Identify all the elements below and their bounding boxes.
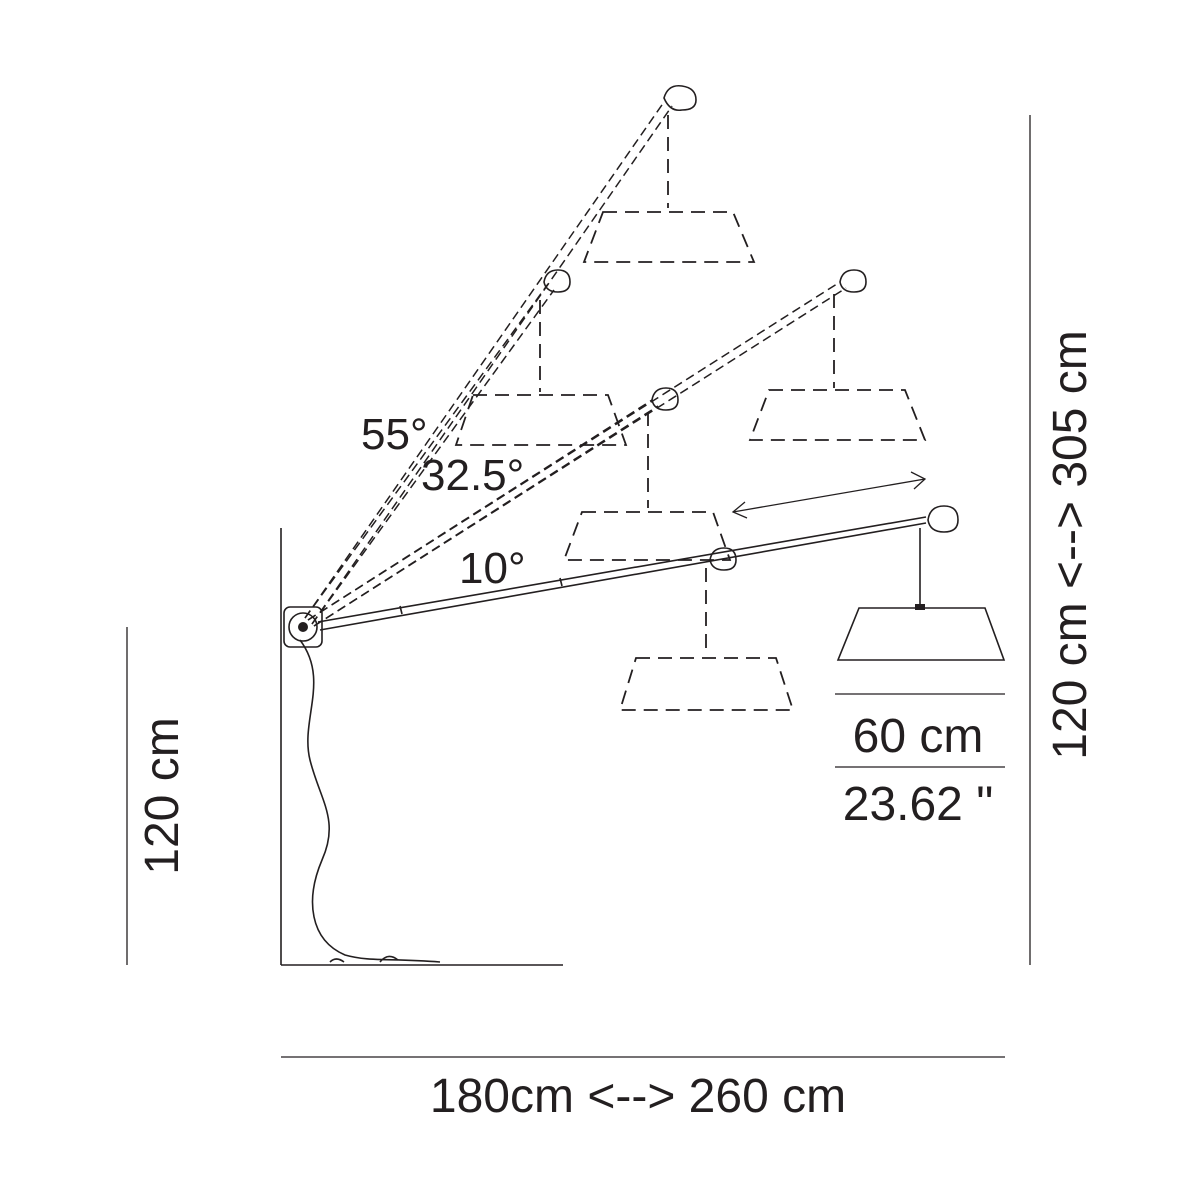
cable-switch <box>329 958 345 963</box>
arm-end-knob <box>651 387 679 411</box>
total-height-dimension: 120 cm <--> 305 cm <box>1029 115 1097 965</box>
arm-end-knob <box>543 269 571 293</box>
shade-diameter-cm: 60 cm <box>853 710 984 763</box>
total-height-label: 120 cm <--> 305 cm <box>1044 330 1097 760</box>
arm-position-10-extended <box>317 471 1006 661</box>
base-height-dimension: 120 cm <box>126 627 189 965</box>
shade-outline <box>748 389 927 441</box>
arm-end-knob <box>663 84 697 112</box>
reach-arrow-line <box>732 478 926 513</box>
pivot-center <box>298 622 308 632</box>
cable-plug <box>379 955 399 963</box>
power-cable <box>299 639 441 963</box>
arm-position-55 <box>304 84 756 625</box>
shade-cap <box>915 604 925 610</box>
angle-label-10: 10° <box>459 544 526 593</box>
shade-outline <box>454 394 628 446</box>
shade-diameter-in: 23.62 " <box>843 778 994 831</box>
pivot-housing <box>283 606 323 648</box>
lamp-shade <box>836 607 1006 661</box>
reach-dimension: 180cm <--> 260 cm <box>281 1056 1005 1123</box>
arm-upper-edge <box>317 516 927 623</box>
arm-position-10-retracted <box>618 547 795 711</box>
arm-joint <box>399 605 403 615</box>
arm-lower-edge <box>319 522 927 631</box>
shade-outline <box>562 511 732 561</box>
shade-diameter-dimension: 60 cm 23.62 " <box>835 693 1005 831</box>
shade-outline <box>582 211 756 263</box>
arm-end-knob <box>839 269 867 293</box>
arm-end-knob <box>709 547 737 571</box>
arm-joint <box>559 577 563 587</box>
shade-outline <box>618 657 795 711</box>
pivot-joint <box>288 612 318 642</box>
base-height-label: 120 cm <box>136 717 189 874</box>
lamp-base <box>280 528 563 966</box>
angle-label-55: 55° <box>361 410 428 459</box>
reach-label: 180cm <--> 260 cm <box>430 1070 846 1123</box>
reach-arrow-head-right <box>910 471 927 490</box>
arm-end-knob <box>927 505 959 533</box>
arm-position-32-5 <box>307 269 927 627</box>
angle-label-32-5: 32.5° <box>421 451 524 500</box>
reach-arrow-head-left <box>731 501 748 519</box>
